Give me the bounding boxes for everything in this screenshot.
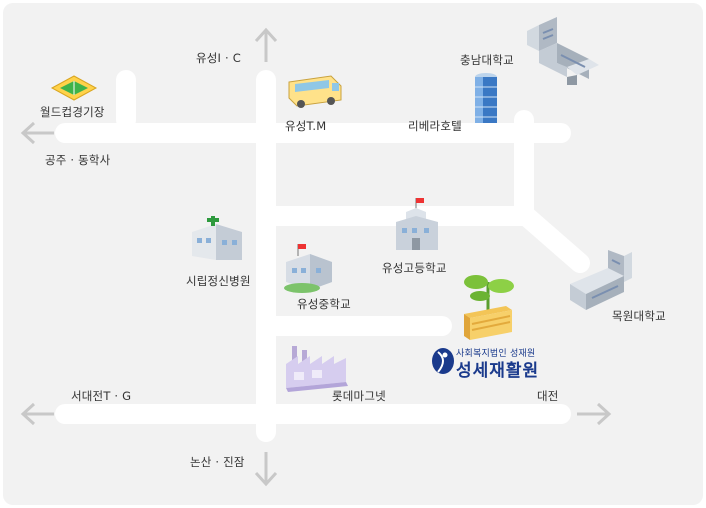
hospital-icon bbox=[192, 216, 242, 260]
label-south-direction: 논산 · 진잠 bbox=[190, 455, 245, 469]
road-diagonal bbox=[515, 205, 590, 273]
label-yuseong-high-school: 유성고등학교 bbox=[382, 261, 447, 275]
label-east-direction: 대전 bbox=[537, 389, 559, 403]
road-right-vertical bbox=[514, 110, 534, 225]
arrow-east-icon bbox=[577, 402, 612, 426]
label-yuseong-terminal: 유성T.M bbox=[285, 119, 327, 133]
mart-building-icon bbox=[286, 346, 348, 392]
label-yuseong-middle-school: 유성중학교 bbox=[297, 297, 351, 311]
road-stadium-spur bbox=[116, 70, 136, 130]
arrow-north-icon bbox=[254, 27, 278, 62]
logo-org-type: 사회복지법인 성재원 bbox=[456, 349, 536, 359]
label-worldcup-stadium: 월드컵경기장 bbox=[40, 105, 105, 119]
high-school-icon bbox=[396, 198, 438, 250]
mokwon-university-icon bbox=[570, 250, 632, 310]
label-city-mental-hospital: 시립정신병원 bbox=[186, 274, 251, 288]
label-lotte-mart: 롯데마그넷 bbox=[332, 389, 386, 403]
arrow-west-upper-icon bbox=[20, 121, 54, 145]
label-chungnam-university: 충남대학교 bbox=[460, 53, 514, 67]
stadium-icon bbox=[50, 75, 98, 101]
label-north-direction: 유성I · C bbox=[196, 51, 241, 65]
label-riviera-hotel: 리베라호텔 bbox=[408, 119, 462, 133]
label-west-upper-direction: 공주 · 동학사 bbox=[45, 153, 111, 167]
road-lower-horizontal bbox=[55, 404, 571, 424]
middle-school-icon bbox=[284, 244, 332, 293]
logo-name: 성세재활원 bbox=[456, 361, 540, 381]
bus-icon bbox=[288, 75, 342, 108]
organization-logo-icon bbox=[432, 348, 454, 374]
hotel-tower-icon bbox=[475, 73, 497, 123]
label-mokwon-university: 목원대학교 bbox=[612, 309, 666, 323]
road-main-vertical bbox=[256, 70, 276, 442]
plant-books-icon bbox=[464, 275, 514, 340]
university-building-icon bbox=[527, 17, 599, 85]
arrow-west-lower-icon bbox=[20, 402, 54, 426]
road-school-horizontal bbox=[266, 316, 452, 336]
arrow-south-icon bbox=[254, 452, 278, 487]
road-middle-horizontal bbox=[266, 206, 532, 226]
label-west-lower-direction: 서대전T · G bbox=[71, 389, 132, 403]
road-upper-horizontal bbox=[55, 123, 571, 143]
